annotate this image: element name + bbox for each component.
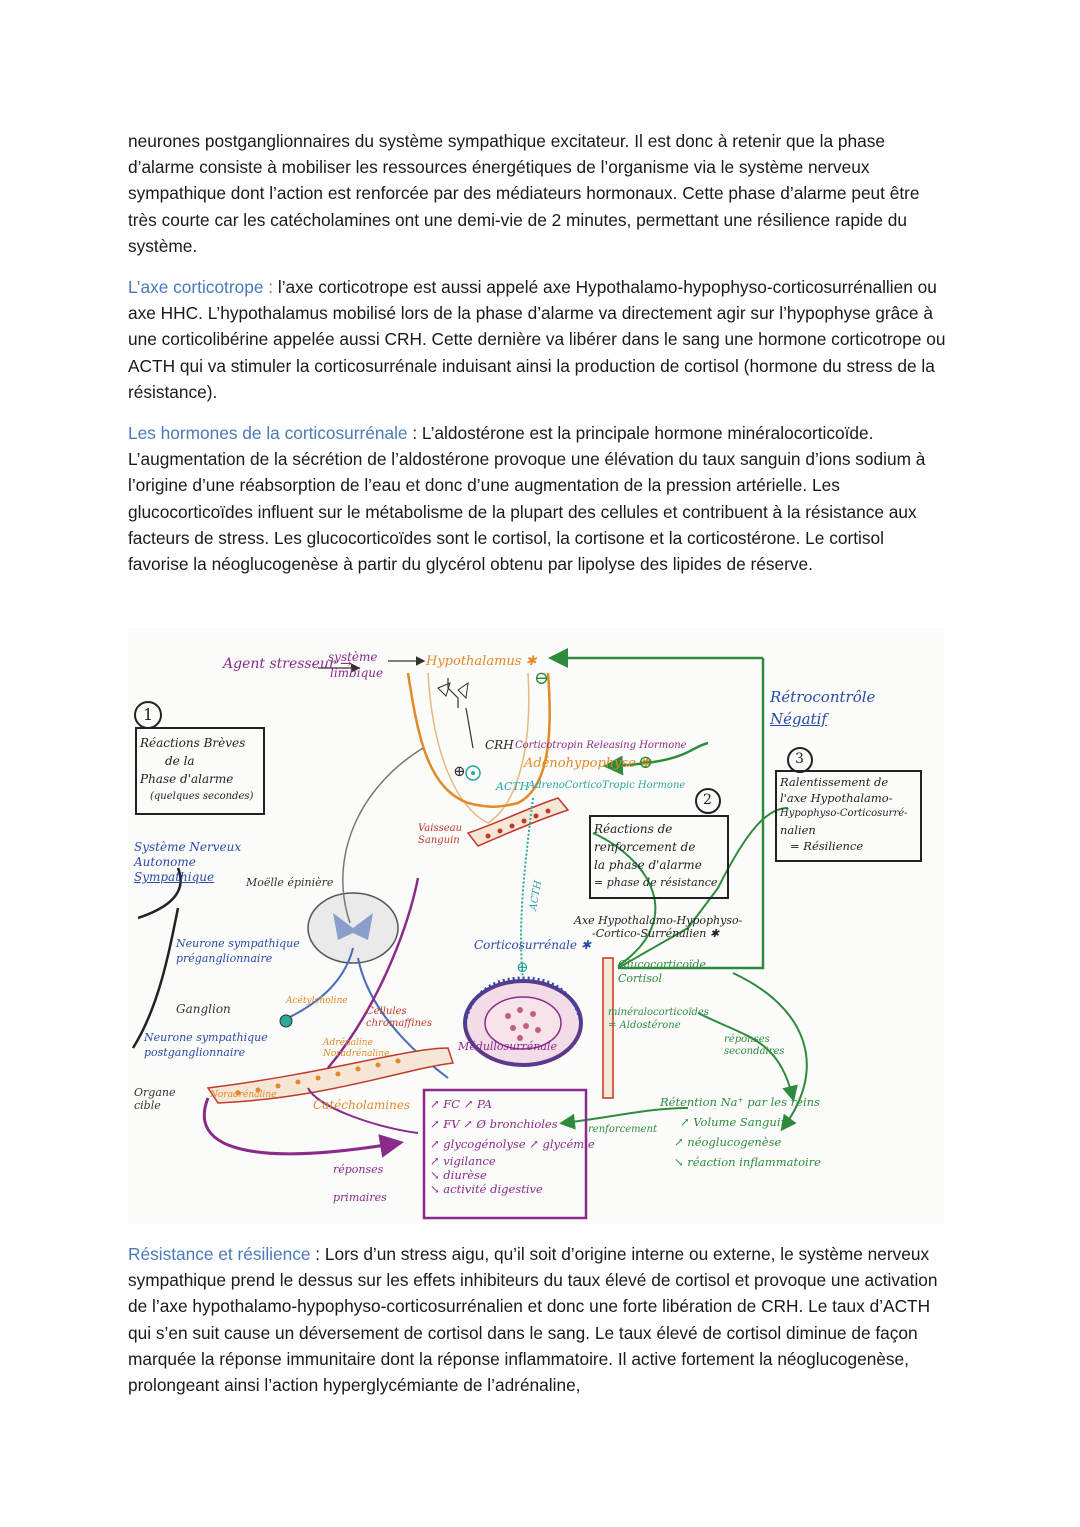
label-acth: ACTH (496, 780, 530, 793)
box3-text: Ralentissement de l'axe Hypothalamo- Hyp… (780, 775, 908, 853)
acth-vertical-label: ACTH (528, 879, 545, 912)
label-plus2: ⊕ (516, 958, 529, 976)
label-systeme-limbique2: limbique (330, 666, 384, 680)
paragraph-text: neurones postganglionnaires du système s… (128, 131, 920, 256)
paragraph-text: : L’aldostérone est la principale hormon… (128, 423, 926, 575)
paragraph-heading: Résistance et résilience (128, 1244, 311, 1264)
vaisseau-label: Vaisseau Sanguin (418, 823, 463, 846)
glucocorticoides-label: Glucocorticoïde Cortisol (618, 958, 707, 985)
paragraph-alarm-phase: neurones postganglionnaires du système s… (128, 128, 948, 259)
diagram-svg (131, 648, 922, 1220)
label-plus1: ⊕ (453, 762, 466, 780)
label-hypothalamus: Hypothalamus ✱ (426, 654, 537, 669)
label-systeme-limbique: système (328, 650, 378, 664)
box-short-reactions (135, 727, 265, 815)
adrenaline-label: Adrénaline Noradrénaline (323, 1038, 390, 1059)
cellules-chrom-label: Cellules chromaffines (366, 1006, 433, 1029)
box-primary-effects (422, 1088, 588, 1220)
retrocontrole-label: Rétrocontrôle Négatif (770, 688, 876, 728)
box1-text: Réactions Brèves de la Phase d'alarme (q… (140, 736, 254, 802)
primary-effects-list: ↗ FC ↗ PA ↗ FV ↗ Ø bronchioles ↗ glycogé… (430, 1097, 595, 1196)
neurone-post-label: Neurone sympathique postganglionnaire (144, 1031, 268, 1059)
label-acth-full: AdrenoCorticoTropic Hormone (528, 780, 686, 791)
preganglionic-neuron (287, 947, 354, 1019)
hypophysis-outline (427, 672, 530, 824)
blood-vessel (466, 797, 570, 847)
axe-hhc-label: Axe Hypothalamo-Hypophyso- -Cortico-Surr… (574, 914, 743, 940)
label-crh-full: Corticotropin Releasing Hormone (515, 740, 687, 751)
paragraph-heading: L’axe corticotrope : (128, 277, 274, 298)
reponses-secondaires-label: réponses secondaires (724, 1034, 785, 1057)
box-reinforcement (589, 815, 729, 899)
corticosurrenale-label: Corticosurrénale ✱ (474, 938, 591, 952)
medullosurrenale-label: Médullosurrénale (458, 1040, 557, 1053)
reponses-primaires-label: réponses primaires (333, 1163, 387, 1204)
label-minus1: ⊖ (534, 668, 550, 689)
ganglion-label: Ganglion (176, 1002, 231, 1016)
moelle-label: Moëlle épinière (246, 876, 334, 889)
box-resilience (775, 770, 922, 862)
secondary-effects-list: Rétention Na⁺ par les reins ↗ Volume San… (660, 1095, 821, 1169)
organe-cible-label: Organe cible (134, 1086, 176, 1112)
sna-label: Système Nerveux Autonome Sympathique (134, 840, 242, 884)
document-body: neurones postganglionnaires du système s… (128, 128, 948, 592)
noradrenaline-label: Noradrénaline (210, 1090, 277, 1100)
stress-response-diagram: Agent stresseur → système limbique Hypot… (128, 628, 944, 1224)
label-num2: 2 (703, 792, 712, 808)
catecholamines-label: Catécholamines (313, 1098, 411, 1112)
label-agent-stresseur: Agent stresseur → (223, 656, 352, 672)
label-num1: 1 (143, 705, 154, 724)
paragraph-corticotrope-axis: L’axe corticotrope : l’axe corticotrope … (128, 274, 948, 405)
paragraph-text: l’axe corticotrope est aussi appelé axe … (128, 277, 946, 402)
neurone-pre-label: Neurone sympathique préganglionnaire (176, 937, 300, 965)
label-num3: 3 (795, 751, 804, 767)
box2-text: Réactions de renforcement de la phase d'… (594, 822, 718, 889)
paragraph-heading: Les hormones de la corticosurrénale (128, 423, 408, 444)
paragraph-resistance-resilience: Résistance et résilience : Lors d’un str… (128, 1241, 948, 1398)
label-minus2: ⊖ (638, 752, 654, 773)
paragraph-text: : Lors d’un stress aigu, qu’il soit d’or… (128, 1244, 938, 1396)
paragraph-corticosurrenale-hormones: Les hormones de la corticosurrénale : L’… (128, 420, 948, 577)
label-crh: CRH (485, 738, 514, 752)
hypothalamus-outline (406, 672, 551, 808)
acetylcholine-label: Acétylcholine (286, 996, 348, 1006)
catecholamine-vessel (206, 1047, 455, 1104)
diagram-labels: Agent stresseur → système limbique Hypot… (128, 628, 944, 1224)
renforcement-label: renforcement (588, 1124, 658, 1135)
label-adenohypophyse: Adénohypophyse ✱ (524, 756, 651, 771)
mineralocorticoides-label: minéralocorticoïdes = Aldostérone (608, 1007, 709, 1031)
feedback-line-hypothalamus (618, 658, 765, 970)
